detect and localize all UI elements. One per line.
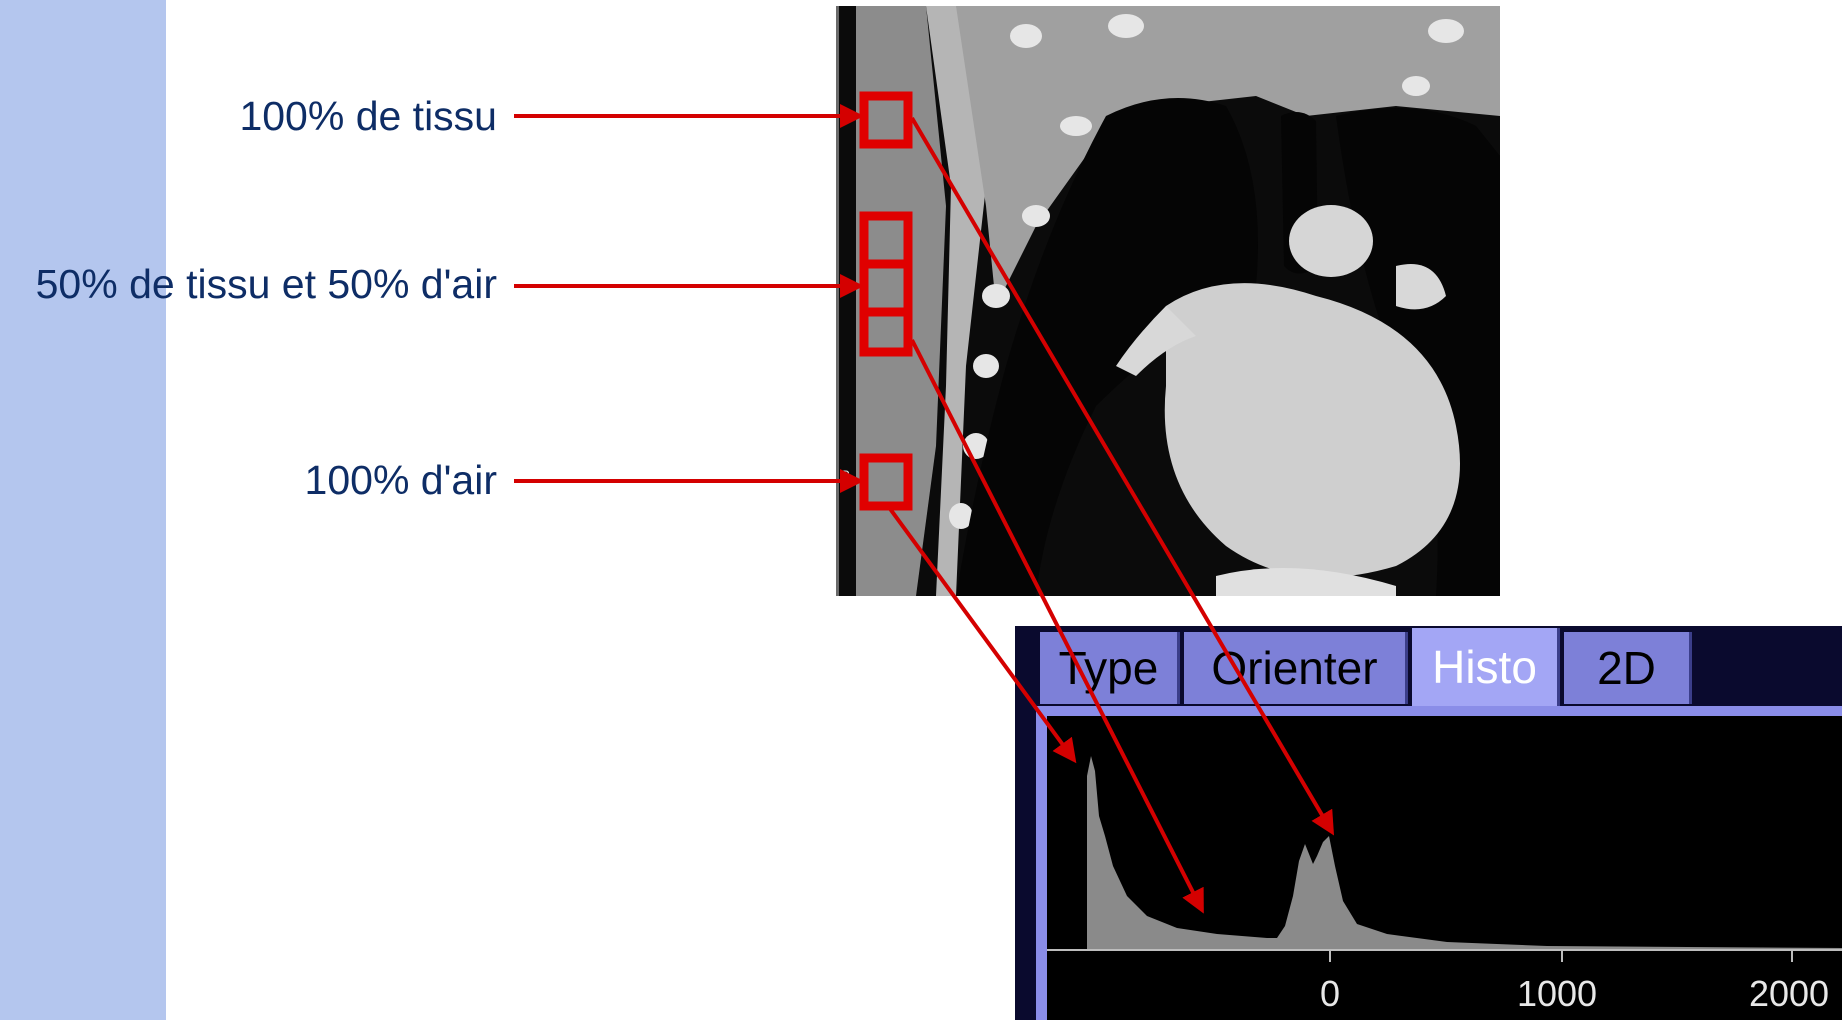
ct-scan-image: R <box>836 6 1500 596</box>
x-tick-label: 2000 <box>1749 973 1829 1014</box>
tab-2d[interactable]: 2D <box>1564 632 1692 704</box>
label-100-tissue: 100% de tissu <box>239 92 497 140</box>
tab-type[interactable]: Type <box>1040 632 1180 704</box>
tab-orienter[interactable]: Orienter <box>1184 632 1408 704</box>
histogram-plot: 0 1000 2000 <box>1047 716 1842 1020</box>
slide-side-band <box>0 0 166 1020</box>
tab-histo[interactable]: Histo <box>1412 628 1560 706</box>
ct-orientation-marker: R <box>840 467 850 483</box>
x-tick-label: 0 <box>1320 973 1340 1014</box>
label-50-tissue-50-air: 50% de tissu et 50% d'air <box>36 260 497 308</box>
x-tick-label: 1000 <box>1517 973 1597 1014</box>
label-100-air: 100% d'air <box>305 456 497 504</box>
